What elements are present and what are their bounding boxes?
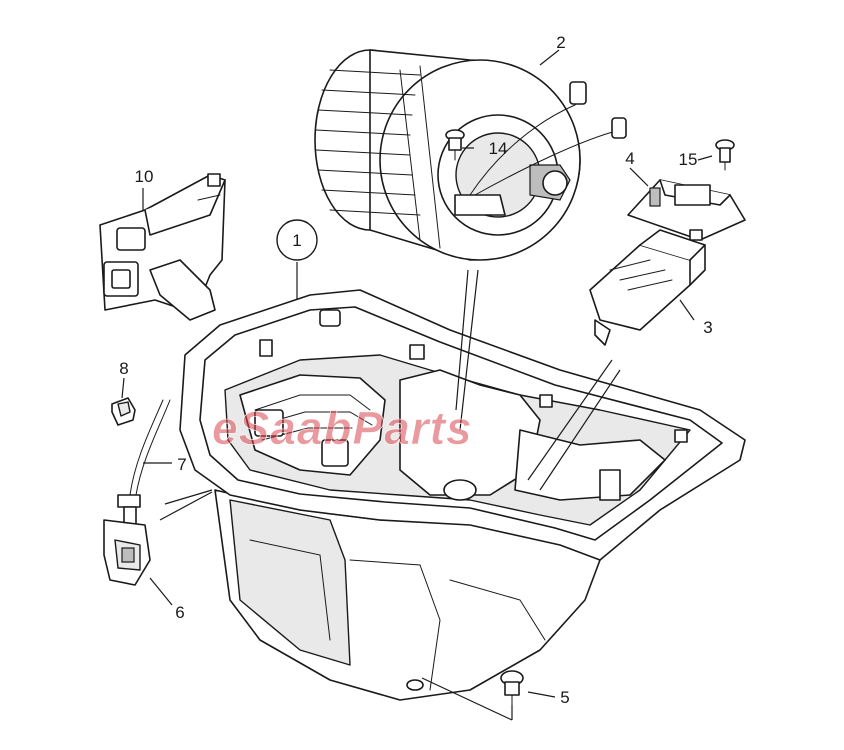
- mounting-bracket: [99, 173, 226, 321]
- callout-4: 4: [625, 149, 634, 168]
- callout-circle-1: [276, 219, 318, 261]
- callout-labels: 1 2 3 4 5 6 7 8 10 14 15: [119, 33, 712, 707]
- callout-3: 3: [703, 318, 712, 337]
- leader-lines: [121, 49, 713, 721]
- drain-tube-7: [129, 399, 171, 496]
- blower-fan: [314, 49, 627, 261]
- callout-2: 2: [556, 33, 565, 52]
- callout-15: 15: [679, 150, 698, 169]
- callout-8: 8: [119, 359, 128, 378]
- callout-7: 7: [177, 455, 186, 474]
- blower-resistor: [627, 179, 746, 241]
- blower-housing: [179, 289, 746, 701]
- callout-6: 6: [175, 603, 184, 622]
- connector-6: [103, 494, 151, 586]
- screw-15: [715, 139, 735, 171]
- callout-10: 10: [135, 167, 154, 186]
- screw-5: [500, 670, 524, 706]
- clip-8: [111, 397, 136, 426]
- callout-14: 14: [489, 139, 508, 158]
- watermark-logo: eSaabParts: [212, 402, 473, 454]
- callout-5: 5: [560, 688, 569, 707]
- callout-1: 1: [292, 231, 301, 250]
- screw-14: [445, 129, 465, 161]
- control-module: [589, 229, 706, 346]
